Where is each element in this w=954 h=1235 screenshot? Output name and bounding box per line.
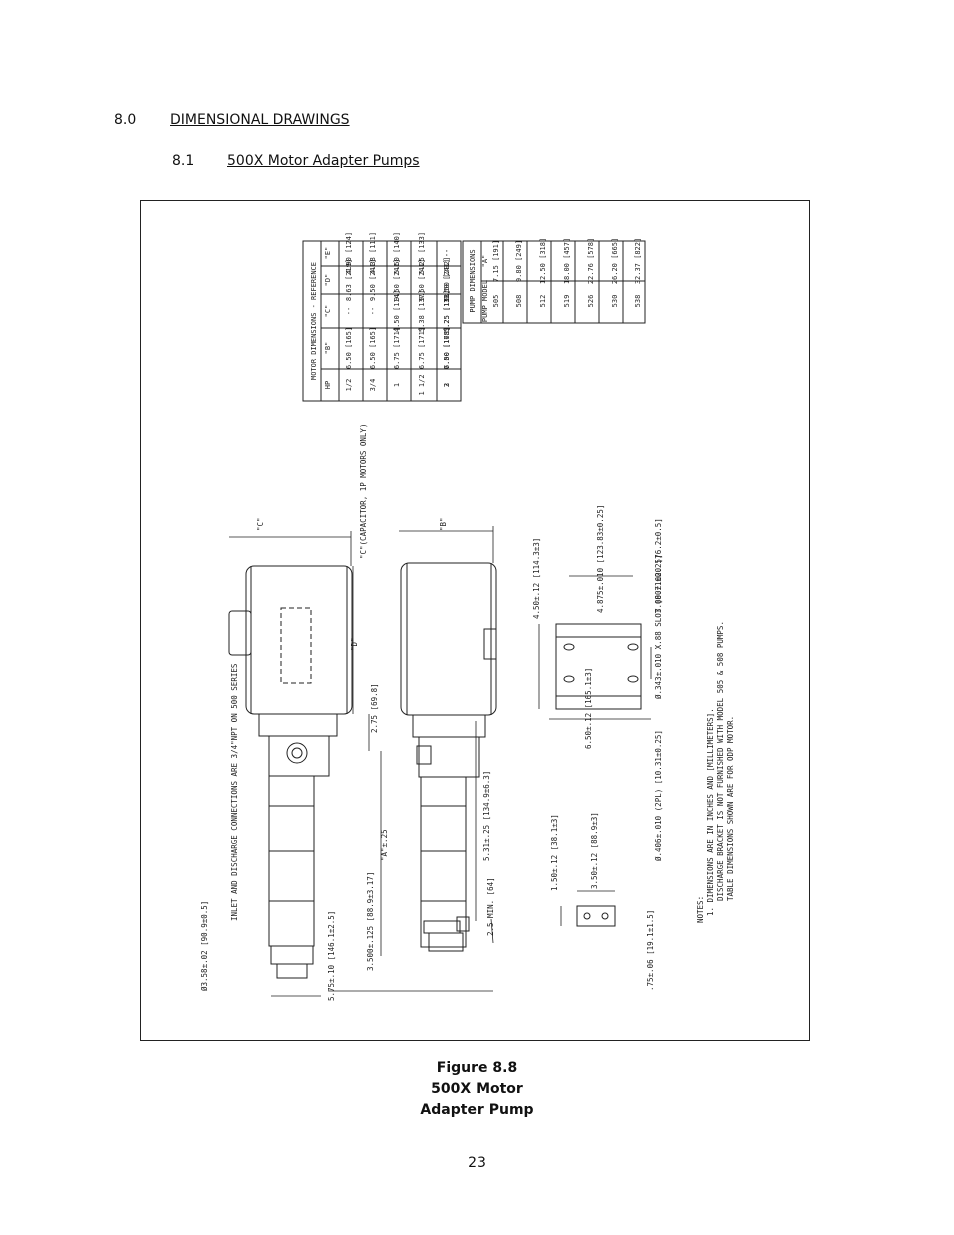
pump-table-cell: 32.37 [822] bbox=[634, 238, 642, 284]
motor-table-cell: 9.50 [241] bbox=[393, 259, 401, 301]
section-number: 8.0 bbox=[114, 112, 137, 128]
dimensional-drawing-frame: MOTOR DIMENSIONS - REFERENCE HP "B" "C" "D"… bbox=[140, 200, 810, 1041]
motor-dimensions-table: MOTOR DIMENSIONS - REFERENCE HP "B" "C" "D"… bbox=[302, 232, 462, 402]
pump-table-header: PUMP MODEL bbox=[481, 280, 489, 322]
motor-table-cell: 9.50 [241] bbox=[369, 259, 377, 301]
label-slot: Ø.343±.010 X.88 SLOT [8.71±0.25] bbox=[654, 555, 663, 700]
note-1: 1. DIMENSIONS ARE IN INCHES AND [MILLIME… bbox=[706, 708, 715, 916]
label-75: .75±.06 [19.1±1.5] bbox=[646, 910, 655, 991]
label-d: "D" bbox=[350, 637, 359, 651]
caption-line-3: Adapter Pump bbox=[420, 1102, 534, 1118]
label-b: "B" bbox=[439, 517, 448, 531]
pump-table-cell: 9.80 [249] bbox=[515, 240, 523, 282]
motor-table-cell: 3/4 bbox=[369, 379, 377, 392]
motor-table-cell: 7.00 [178] bbox=[443, 327, 451, 369]
note-3: TABLE DIMENSIONS SHOWN ARE FOR ODP MOTOR… bbox=[726, 716, 735, 901]
motor-table-cell: 1 1/2 bbox=[418, 374, 426, 395]
discharge-bracket bbox=[560, 890, 616, 927]
pump-table-cell: 519 bbox=[563, 295, 571, 308]
pump-table-cell: 508 bbox=[515, 295, 523, 308]
caption-line-2: 500X Motor bbox=[431, 1081, 523, 1097]
pump-dimensions-table: PUMP DIMENSIONS PUMP MODEL "A" 505 7.15 [19… bbox=[462, 238, 646, 324]
motor-table-cell: -- bbox=[369, 307, 377, 315]
figure-caption: Figure 8.8 500X Motor Adapter Pump bbox=[0, 1058, 954, 1121]
label-3500: 3.500±.125 [88.9±3.17] bbox=[366, 872, 375, 971]
motor-table-cell: -- bbox=[345, 307, 353, 315]
pump-table-cell: 530 bbox=[611, 295, 619, 308]
motor-table-cell: 6.50 [165] bbox=[369, 327, 377, 369]
label-150: 1.50±.12 [38.1±3] bbox=[550, 814, 559, 891]
label-3000: 3.000±.020 [76.2±0.5] bbox=[654, 518, 663, 613]
label-450: 4.50±.12 [114.3±3] bbox=[532, 538, 541, 619]
motor-table-cell: 5.25 [133] bbox=[443, 290, 451, 332]
motor-table-cell: 11.50 [292] bbox=[443, 257, 451, 303]
motor-table-cell: 6.50 [165] bbox=[443, 327, 451, 369]
motor-table-cell: -- bbox=[443, 249, 451, 257]
motor-table-cell: 5.25 [133] bbox=[443, 290, 451, 332]
pump-table-cell: 12.50 [318] bbox=[539, 238, 547, 284]
dimension-lines bbox=[229, 526, 494, 997]
notes-title: NOTES: bbox=[696, 896, 705, 923]
motor-table-cell: 5.25 [133] bbox=[418, 232, 426, 274]
motor-table-cell: 6.75 [171] bbox=[418, 327, 426, 369]
label-4875: 4.875±.010 [123.83±0.25] bbox=[596, 505, 605, 613]
label-c: "C" bbox=[256, 517, 265, 531]
motor-table-cell: 9.50 [241] bbox=[418, 259, 426, 301]
pump-table-cell: 26.20 [665] bbox=[611, 238, 619, 284]
pump-table-cell: 505 bbox=[492, 295, 500, 308]
motor-table-cell: 4.50 [114] bbox=[393, 290, 401, 332]
motor-table-cell: 3 bbox=[443, 383, 451, 387]
subsection-number: 8.1 bbox=[172, 153, 195, 169]
motor-table-title: MOTOR DIMENSIONS - REFERENCE bbox=[310, 262, 318, 380]
label-c-note: "C"(CAPACITOR, 1P MOTORS ONLY) bbox=[359, 424, 368, 559]
dimension-labels: "C" "C"(CAPACITOR, 1P MOTORS ONLY) "B" "… bbox=[200, 424, 735, 1001]
pump-table-cell: 22.76 [578] bbox=[587, 238, 595, 284]
label-358: Ø3.58±.02 [90.9±0.5] bbox=[200, 901, 209, 991]
label-25min: 2.5 MIN. [64] bbox=[486, 877, 495, 936]
label-350: 3.50±.12 [88.9±3] bbox=[590, 812, 599, 889]
label-inlet: INLET AND DISCHARGE CONNECTIONS ARE 3/4"… bbox=[230, 663, 239, 921]
motor-table-cell: 2 bbox=[443, 383, 451, 387]
motor-table-header: "E" bbox=[324, 247, 332, 260]
motor-table-header: HP bbox=[324, 381, 332, 389]
label-575: 5.75±.10 [146.1±2.5] bbox=[327, 911, 336, 1001]
pump-table-cell: 526 bbox=[587, 295, 595, 308]
subsection-title: 500X Motor Adapter Pumps bbox=[227, 153, 420, 169]
pump-table-cell: 18.00 [457] bbox=[563, 238, 571, 284]
motor-table-cell: -- bbox=[443, 249, 451, 257]
mounting-bracket bbox=[538, 575, 652, 720]
motor-table-cell: 5.38 [137] bbox=[418, 290, 426, 332]
motor-table-cell: 6.50 [165] bbox=[345, 327, 353, 369]
motor-table-cell: 8.63 [219] bbox=[345, 259, 353, 301]
label-650: 6.50±.12 [165.1±3] bbox=[584, 668, 593, 749]
motor-table-header: "C" bbox=[324, 305, 332, 318]
motor-table-cell: 1 bbox=[393, 383, 401, 387]
label-a: "A"±.25 bbox=[380, 829, 389, 861]
motor-table-header: "D" bbox=[324, 274, 332, 287]
pump-table-cell: 538 bbox=[634, 295, 642, 308]
pump-table-cell: 7.15 [191] bbox=[492, 240, 500, 282]
pump-table-cell: 512 bbox=[539, 295, 547, 308]
label-275: 2.75 [69.8] bbox=[370, 683, 379, 733]
motor-table-cell: 4.38 [111] bbox=[369, 232, 377, 274]
section-title: DIMENSIONAL DRAWINGS bbox=[170, 112, 350, 128]
caption-line-1: Figure 8.8 bbox=[436, 1060, 518, 1076]
pump-table-header: "A" bbox=[481, 255, 489, 268]
motor-table-cell: 9.50 [241] bbox=[443, 259, 451, 301]
pump-table-title: PUMP DIMENSIONS bbox=[469, 249, 477, 312]
motor-table-cell: 4.90 [124] bbox=[345, 232, 353, 274]
label-531: 5.31±.25 [134.9±6.3] bbox=[482, 771, 491, 861]
motor-table-cell: 5.50 [140] bbox=[393, 232, 401, 274]
pump-side-view-right bbox=[400, 562, 497, 952]
motor-table-header: "B" bbox=[324, 342, 332, 355]
page-number: 23 bbox=[468, 1155, 486, 1171]
label-406: Ø.406±.010 (2PL) [10.31±0.25] bbox=[654, 730, 663, 861]
dimensional-drawing: MOTOR DIMENSIONS - REFERENCE HP "B" "C" "D"… bbox=[200, 232, 735, 1001]
motor-table-cell: 6.75 [171] bbox=[393, 327, 401, 369]
note-2: DISCHARGE BRACKET IS NOT FURNISHED WITH … bbox=[716, 621, 725, 901]
motor-table-cell: 1/2 bbox=[345, 379, 353, 392]
pump-side-view-left bbox=[228, 565, 353, 979]
